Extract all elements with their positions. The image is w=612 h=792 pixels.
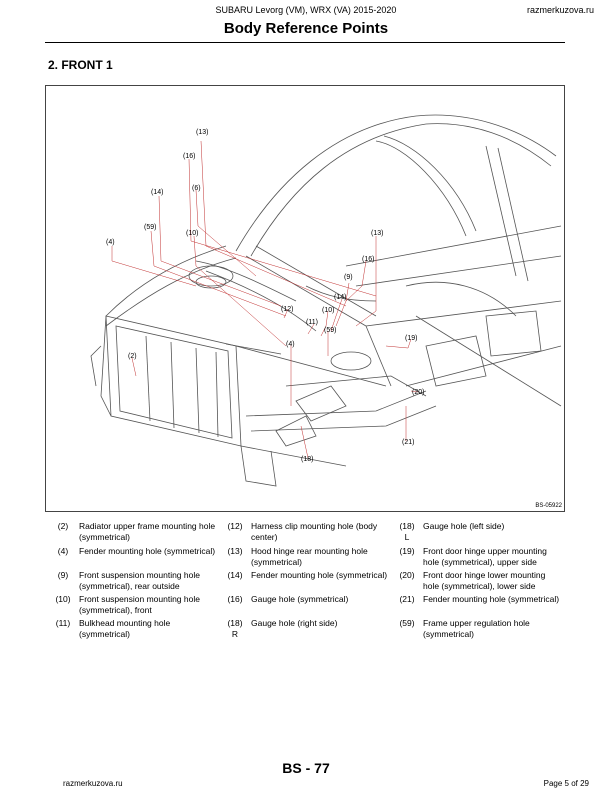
legend-text: Front door hinge lower mounting hole (sy… [423, 570, 546, 591]
legend-number: (19) [399, 546, 415, 556]
callout-14-left: (14) [151, 189, 163, 196]
callout-59-right: (59) [324, 327, 336, 334]
legend-number: (10) [55, 594, 71, 604]
legend-text: Fender mounting hole (symmetrical) [251, 570, 388, 580]
callout-14-right: (14) [334, 294, 346, 301]
legend-number: (18) R [227, 618, 243, 639]
legend-text: Gauge hole (right side) [251, 618, 338, 628]
legend-number: (59) [399, 618, 415, 628]
legend-number: (16) [227, 594, 243, 604]
footer-page-count: Page 5 of 29 [543, 779, 589, 788]
legend-text: Fender mounting hole (symmetrical) [423, 594, 560, 604]
callout-13-top: (13) [196, 129, 208, 136]
legend-text: Hood hinge rear mounting hole (symmetric… [251, 546, 368, 567]
header-site: razmerkuzova.ru [526, 5, 594, 15]
callout-9: (9) [344, 274, 353, 281]
callout-16-right: (16) [362, 256, 374, 263]
callout-2: (2) [128, 353, 137, 360]
legend-number: (13) [227, 546, 243, 556]
legend-number: (4) [57, 546, 69, 556]
document-model: SUBARU Levorg (VM), WRX (VA) 2015-2020 [215, 5, 397, 15]
header-divider [45, 42, 565, 43]
legend-text: Front suspension mounting hole (symmetri… [79, 570, 200, 591]
legend-text: Harness clip mounting hole (body center) [251, 521, 378, 542]
legend-number: (21) [399, 594, 415, 604]
callout-10-top: (10) [186, 230, 198, 237]
legend-text: Gauge hole (left side) [423, 521, 505, 531]
callout-labels: (13) (16) (6) (14) (59) (10) (4) (13) (1… [106, 129, 424, 463]
legend-text: Frame upper regulation hole (symmetrical… [423, 618, 530, 639]
body-diagram: (13) (16) (6) (14) (59) (10) (4) (13) (1… [45, 85, 565, 512]
legend-number: (18) L [399, 521, 415, 542]
legend-number: (11) [55, 618, 71, 628]
footer-site: razmerkuzova.ru [63, 779, 123, 788]
legend-text: Radiator upper frame mounting hole (symm… [79, 521, 216, 542]
callout-20: (20) [412, 389, 424, 396]
figure-code: BS-05922 [535, 503, 562, 509]
callout-16-top: (16) [183, 153, 195, 160]
callout-10-right: (10) [322, 307, 334, 314]
callout-18: (18) [301, 456, 313, 463]
callout-4-left: (4) [106, 239, 115, 246]
legend-number: (2) [57, 521, 69, 531]
legend-number: (14) [227, 570, 243, 580]
legend-number: (12) [227, 521, 243, 531]
legend-number: (20) [399, 570, 415, 580]
callout-21: (21) [402, 439, 414, 446]
legend-text: Fender mounting hole (symmetrical) [79, 546, 216, 556]
legend-text: Front suspension mounting hole (symmetri… [79, 594, 200, 615]
callout-6: (6) [192, 185, 201, 192]
page-number: BS - 77 [282, 760, 330, 776]
callout-59-left: (59) [144, 224, 156, 231]
callout-12: (12) [281, 306, 293, 313]
body-diagram-drawing: (13) (16) (6) (14) (59) (10) (4) (13) (1… [90, 114, 562, 487]
page-title: Body Reference Points [223, 20, 389, 37]
legend-text: Gauge hole (symmetrical) [251, 594, 349, 604]
callout-4-center: (4) [286, 341, 295, 348]
callout-11: (11) [306, 319, 318, 326]
callout-19: (19) [405, 335, 417, 342]
section-title: 2. FRONT 1 [48, 58, 113, 72]
legend-text: Front door hinge upper mounting hole (sy… [423, 546, 547, 567]
legend-number: (9) [57, 570, 69, 580]
callout-13-right: (13) [371, 230, 383, 237]
legend-text: Bulkhead mounting hole (symmetrical) [79, 618, 171, 639]
